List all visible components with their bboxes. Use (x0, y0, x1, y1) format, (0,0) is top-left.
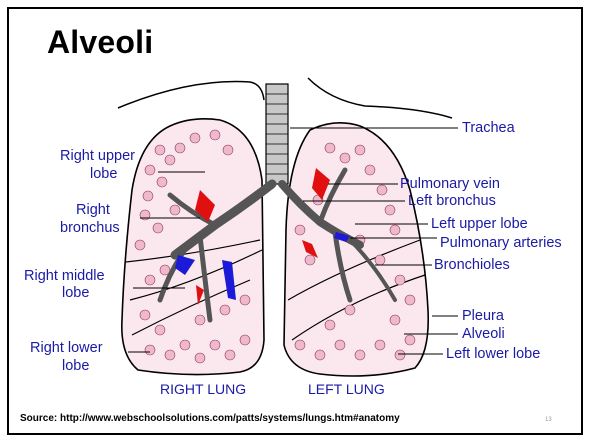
label-alveoli: Alveoli (462, 326, 505, 342)
label-right-lower-lobe-2: lobe (62, 358, 89, 374)
label-right-lower-lobe-1: Right lower (30, 340, 103, 356)
label-pulmonary-arteries: Pulmonary arteries (440, 235, 562, 251)
label-right-upper-lobe-2: lobe (90, 166, 117, 182)
label-left-upper-lobe: Left upper lobe (431, 216, 528, 232)
neck-outline-right (308, 78, 452, 118)
label-pulmonary-vein: Pulmonary vein (400, 176, 500, 192)
label-bronchioles: Bronchioles (434, 257, 510, 273)
label-right-middle-lobe-2: lobe (62, 285, 89, 301)
label-right-lung: RIGHT LUNG (160, 381, 246, 397)
label-right-bronchus-2: bronchus (60, 220, 120, 236)
label-right-middle-lobe-1: Right middle (24, 268, 105, 284)
label-trachea: Trachea (462, 120, 516, 136)
neck-outline-left (118, 82, 264, 108)
source-citation: Source: http://www.webschoolsolutions.co… (20, 413, 400, 424)
trachea (266, 84, 288, 184)
label-pleura: Pleura (462, 308, 505, 324)
label-left-lower-lobe: Left lower lobe (446, 346, 540, 362)
page-number: 13 (545, 417, 552, 423)
label-right-bronchus-1: Right (76, 202, 110, 218)
label-right-upper-lobe-1: Right upper (60, 148, 135, 164)
label-left-lung: LEFT LUNG (308, 381, 385, 397)
label-left-bronchus: Left bronchus (408, 193, 496, 209)
